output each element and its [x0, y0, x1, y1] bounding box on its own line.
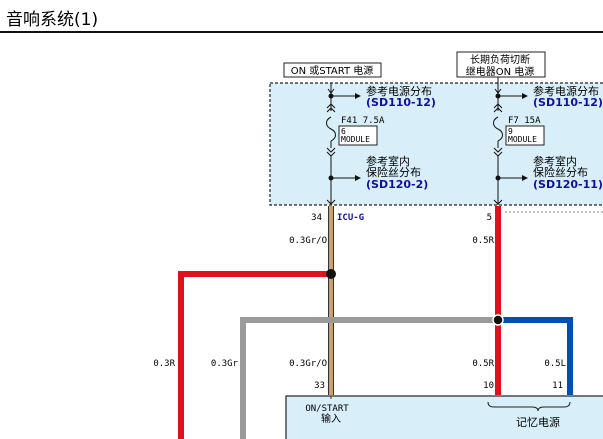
unit-pin-33: 33	[314, 381, 325, 391]
fuse-column-right: 参考电源分布 (SD110-12) F7 15A 9 MODULE 参考室内 保…	[493, 77, 603, 205]
memory-power-brace	[487, 401, 571, 412]
room-fuse-ref-left-1: 参考室内	[366, 154, 410, 168]
power-dist-ref-left: 参考电源分布	[366, 84, 432, 98]
wire-label-r-upper: 0.5R	[472, 236, 494, 246]
unit-pin-11: 11	[552, 381, 563, 391]
fuse-f41-label: F41 7.5A	[341, 116, 385, 126]
page-title: 音响系统(1)	[6, 10, 99, 30]
wire-label-0-5l: 0.5L	[544, 359, 566, 369]
unit-memory-power-label: 记忆电源	[516, 415, 560, 429]
header-bar: 音响系统(1)	[0, 0, 603, 33]
long-term-label-1: 长期负荷切断	[470, 53, 530, 66]
fuse-f7-module: MODULE	[508, 135, 537, 144]
room-fuse-code-right: (SD120-11)	[533, 178, 603, 191]
wire-blue	[498, 317, 573, 395]
room-fuse-ref-left-2: 保险丝分布	[366, 165, 421, 179]
fuse-box	[269, 82, 603, 206]
on-start-power-box	[283, 62, 382, 78]
power-dist-code-right: (SD110-12)	[533, 96, 603, 109]
room-fuse-code-left: (SD120-2)	[366, 178, 428, 191]
icu-pin-34: 34	[311, 213, 322, 223]
audio-unit-box	[285, 395, 603, 439]
junction-dot-2	[492, 314, 504, 326]
wire-label-r-lower: 0.5R	[472, 359, 494, 369]
power-dist-ref-right: 参考电源分布	[533, 84, 599, 98]
room-fuse-ref-right-2: 保险丝分布	[533, 165, 588, 179]
long-term-label-2: 继电器ON 电源	[466, 65, 535, 78]
fuse-f41-pin: 6	[341, 127, 346, 136]
fuse-f7-pin: 9	[508, 127, 513, 136]
long-term-power-box	[456, 51, 546, 78]
unit-pin-10: 10	[483, 381, 494, 391]
wire-label-gr-o-lower: 0.3Gr/O	[289, 359, 327, 369]
on-start-power-label: ON 或START 电源	[291, 64, 374, 77]
fuse-f7-module-box	[505, 125, 545, 146]
fuse-f41-module-box	[338, 125, 378, 146]
wire-label-gr-o-upper: 0.3Gr/O	[289, 236, 327, 246]
wire-gray	[240, 317, 498, 439]
room-fuse-ref-right-1: 参考室内	[533, 154, 577, 168]
power-dist-code-left: (SD110-12)	[366, 96, 436, 109]
unit-on-start-label: ON/START	[305, 404, 349, 414]
icu-pin-5: 5	[487, 213, 492, 223]
unit-input-label: 输入	[321, 412, 341, 425]
wire-label-0-3gr: 0.3Gr	[211, 359, 239, 369]
wire-label-0-3r: 0.3R	[153, 359, 175, 369]
icu-connector-name: ICU-G	[337, 213, 364, 223]
fuse-column-left: 参考电源分布 (SD110-12) F41 7.5A 6 MODULE 参考室内…	[326, 83, 436, 205]
fuse-f41-module: MODULE	[341, 135, 370, 144]
junction-dot-1	[326, 269, 336, 279]
fuse-f7-label: F7 15A	[508, 116, 541, 126]
wire-red-left	[178, 271, 331, 439]
